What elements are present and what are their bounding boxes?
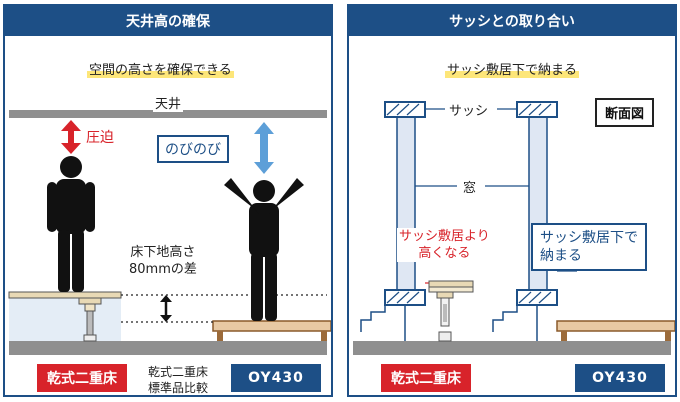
support-pedestal-head — [78, 297, 102, 305]
panel-title: サッシとの取り合い — [349, 6, 675, 36]
dry-floor-badge: 乾式二重床 — [37, 364, 127, 392]
person-stretching-icon — [224, 178, 304, 321]
sash-fit-panel: サッシとの取り合い — [347, 4, 677, 397]
window-frame-left — [396, 115, 416, 292]
relaxed-label: のびのび — [157, 135, 229, 163]
sash-section-scene — [353, 101, 675, 355]
ceiling-label: 天井 — [153, 93, 184, 112]
panel-subtitle: 空間の高さを確保できる — [87, 59, 234, 78]
ceiling-height-scene — [8, 110, 331, 355]
pressure-label: 圧迫 — [86, 130, 114, 146]
panel-subtitle: サッシ敷居下で納まる — [445, 59, 580, 78]
support-pedestal-bolt — [86, 310, 94, 336]
raised-floor-note: サッシ敷居より 高くなる — [397, 228, 492, 262]
panel-title: 天井高の確保 — [5, 6, 331, 36]
person-pressed-icon — [47, 156, 95, 292]
sash-label: サッシ — [447, 100, 491, 119]
oy430-floor-board — [556, 320, 675, 332]
window-label: 窓 — [461, 177, 479, 196]
section-view-badge: 断面図 — [595, 98, 655, 127]
fits-below-sill-note: サッシ敷居下で 納まる — [531, 223, 647, 271]
dry-floor-badge: 乾式二重床 — [381, 364, 471, 392]
raised-floor-board — [428, 280, 474, 288]
difference-arrow-icon — [160, 295, 172, 322]
product-badge: OY430 — [231, 364, 321, 392]
raised-floor-board — [8, 291, 122, 299]
floor-height-difference-note: 床下地高さ 80mmの差 — [129, 245, 197, 277]
pressure-arrow-icon — [61, 120, 81, 154]
oy430-floor-board — [212, 320, 331, 332]
ground-slab — [9, 341, 327, 355]
ceiling-slab — [9, 110, 327, 118]
product-badge: OY430 — [575, 364, 665, 392]
underfloor-space — [9, 298, 121, 341]
ground-slab — [353, 341, 671, 355]
ceiling-height-panel: 天井高の確保 — [3, 4, 333, 397]
stretch-arrow-icon — [254, 122, 274, 174]
comparison-note: 乾式二重床 標準品比較 — [148, 365, 209, 395]
